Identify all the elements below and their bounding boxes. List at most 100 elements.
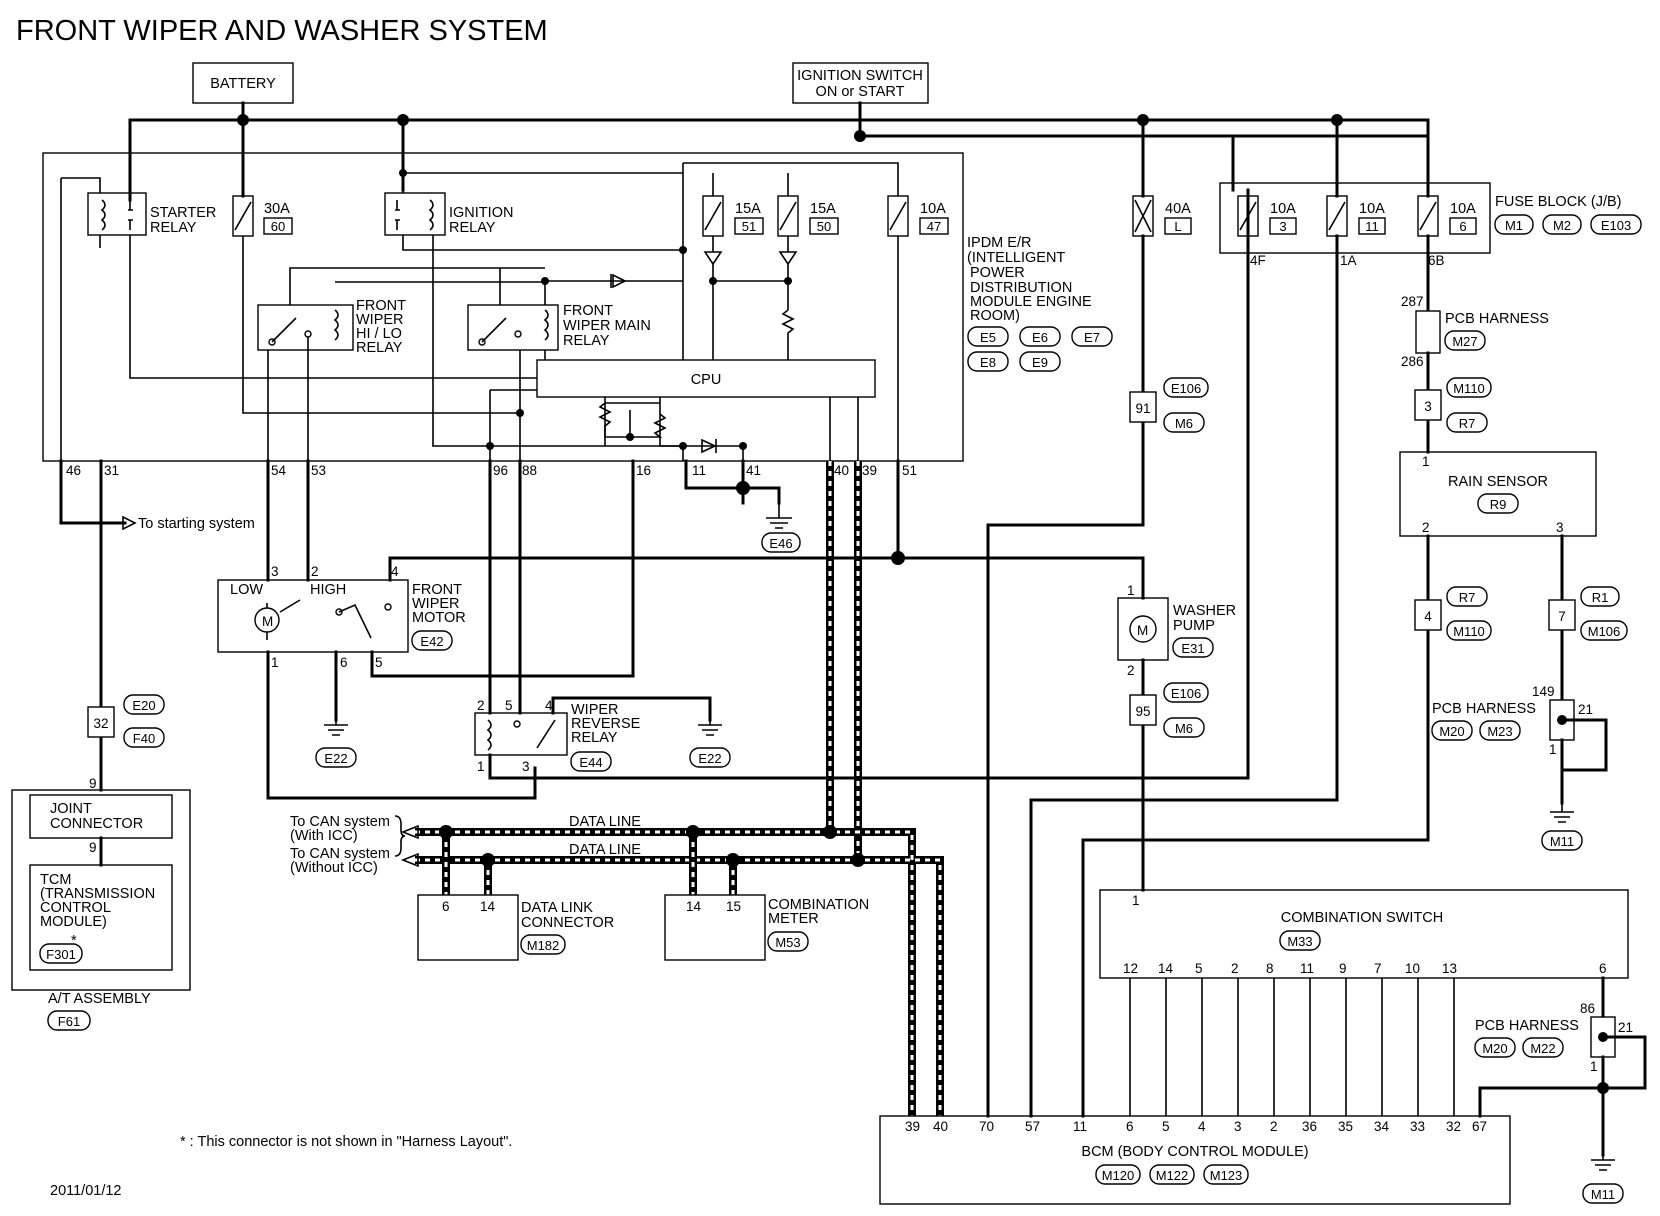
svg-text:BCM (BODY CONTROL MODULE): BCM (BODY CONTROL MODULE) (1081, 1144, 1308, 1160)
svg-text:FRONT: FRONT (412, 582, 462, 598)
svg-text:10: 10 (1405, 961, 1420, 976)
svg-text:(Without ICC): (Without ICC) (290, 860, 378, 876)
svg-text:RELAY: RELAY (356, 340, 403, 356)
wiper-reverse-relay: 2 5 4 1 3 WIPER REVERSE RELAY E44 (474, 698, 641, 774)
svg-text:53: 53 (311, 463, 326, 478)
svg-text:F61: F61 (58, 1014, 80, 1029)
svg-text:COMBINATION SWITCH: COMBINATION SWITCH (1281, 910, 1443, 926)
ipdm-label: IPDM E/R (INTELLIGENT POWER DISTRIBUTION… (967, 235, 1092, 324)
svg-text:E8: E8 (980, 355, 996, 370)
svg-text:1: 1 (477, 759, 485, 774)
svg-text:10A: 10A (920, 201, 946, 217)
svg-text:PUMP: PUMP (1173, 618, 1215, 634)
svg-text:HIGH: HIGH (310, 582, 346, 598)
svg-text:6: 6 (340, 655, 348, 670)
svg-text:E103: E103 (1601, 218, 1631, 233)
connector-91: 91 E106 M6 (1129, 377, 1209, 433)
svg-text:51: 51 (742, 219, 756, 234)
svg-text:REVERSE: REVERSE (571, 716, 641, 732)
diagram-title: FRONT WIPER AND WASHER SYSTEM (16, 15, 548, 47)
svg-text:M22: M22 (1530, 1041, 1555, 1056)
fuse-block-box (1219, 182, 1491, 254)
svg-text:47: 47 (927, 219, 941, 234)
battery-box (192, 62, 294, 104)
svg-text:M: M (1137, 623, 1148, 638)
ignition-label-2: ON or START (816, 84, 905, 100)
svg-text:M11: M11 (1550, 834, 1574, 849)
svg-text:3: 3 (1234, 1119, 1242, 1134)
svg-text:COMBINATION: COMBINATION (768, 897, 869, 913)
svg-text:1: 1 (1549, 742, 1557, 757)
hi-lo-relay: FRONT WIPER HI / LO RELAY (257, 298, 406, 356)
svg-text:13: 13 (1442, 961, 1457, 976)
svg-text:149: 149 (1532, 684, 1555, 699)
svg-text:6: 6 (1599, 961, 1607, 976)
svg-text:6B: 6B (1428, 253, 1445, 268)
at-assembly: JOINT CONNECTOR 9 9 TCM (TRANSMISSION CO… (11, 776, 191, 1031)
svg-text:(TRANSMISSION: (TRANSMISSION (40, 886, 155, 902)
svg-text:16: 16 (636, 463, 651, 478)
fuse-50: 15A 50 (777, 195, 839, 237)
svg-text:M11: M11 (1591, 1187, 1615, 1202)
svg-text:39: 39 (905, 1119, 920, 1134)
svg-text:R9: R9 (1490, 497, 1507, 512)
svg-text:(INTELLIGENT: (INTELLIGENT (967, 250, 1065, 266)
svg-text:35: 35 (1338, 1119, 1353, 1134)
svg-text:21: 21 (1618, 1020, 1633, 1035)
svg-text:14: 14 (480, 899, 496, 914)
fuse-block-label: FUSE BLOCK (J/B) M1 M2 E103 (1494, 194, 1642, 235)
svg-text:86: 86 (1580, 1001, 1595, 1016)
svg-text:2: 2 (477, 698, 485, 713)
svg-text:50: 50 (817, 219, 831, 234)
ipdm-box (42, 152, 964, 462)
fuse-block-fuse-6: 10A 6 6B (1417, 195, 1477, 268)
svg-text:30A: 30A (264, 201, 290, 217)
ignition-switch-box (792, 62, 929, 104)
svg-text:M53: M53 (775, 935, 800, 950)
svg-text:RELAY: RELAY (571, 730, 618, 746)
svg-text:8: 8 (1266, 961, 1274, 976)
fuse-51: 15A 51 (702, 195, 764, 237)
svg-text:A/T ASSEMBLY: A/T ASSEMBLY (48, 991, 151, 1007)
svg-text:L: L (1174, 219, 1181, 234)
svg-text:FRONT: FRONT (356, 298, 406, 314)
svg-text:5: 5 (1195, 961, 1203, 976)
svg-text:E31: E31 (1181, 641, 1204, 656)
svg-text:3: 3 (522, 759, 530, 774)
svg-text:WIPER: WIPER (356, 312, 404, 328)
main-relay: FRONT WIPER MAIN RELAY (467, 303, 651, 351)
svg-text:5: 5 (1162, 1119, 1170, 1134)
svg-text:R7: R7 (1459, 416, 1476, 431)
svg-text:88: 88 (522, 463, 537, 478)
svg-text:10A: 10A (1450, 201, 1476, 217)
ground-e46: E46 (761, 503, 801, 553)
svg-text:10A: 10A (1270, 201, 1296, 217)
svg-text:15: 15 (726, 899, 741, 914)
svg-text:9: 9 (89, 776, 97, 791)
svg-text:91: 91 (1135, 401, 1150, 416)
svg-text:2: 2 (311, 564, 319, 579)
svg-text:11: 11 (692, 463, 706, 478)
fusible-link-40a: 40A L (1132, 195, 1192, 237)
svg-text:40: 40 (834, 463, 849, 478)
svg-text:WIPER MAIN: WIPER MAIN (563, 318, 651, 334)
ground-m11-bottom: M11 (1582, 1155, 1624, 1204)
starter-relay: STARTER RELAY (87, 192, 216, 236)
svg-text:JOINT: JOINT (50, 801, 92, 817)
svg-text:PCB HARNESS: PCB HARNESS (1445, 311, 1549, 327)
svg-text:E44: E44 (579, 755, 602, 770)
svg-text:DATA LINE: DATA LINE (569, 842, 641, 858)
svg-text:3: 3 (271, 564, 279, 579)
svg-text:3: 3 (1556, 520, 1564, 535)
svg-text:E22: E22 (698, 751, 721, 766)
svg-text:41: 41 (746, 463, 761, 478)
svg-text:6: 6 (1126, 1119, 1134, 1134)
svg-text:RELAY: RELAY (150, 220, 197, 236)
washer-pump: M 1 2 WASHER PUMP E31 (1117, 583, 1236, 678)
svg-text:E6: E6 (1032, 330, 1048, 345)
svg-text:DATA LINE: DATA LINE (569, 814, 641, 830)
to-starting-system: To starting system (138, 516, 255, 532)
svg-text:1: 1 (1422, 454, 1430, 469)
svg-text:57: 57 (1025, 1119, 1040, 1134)
fuse-47: 10A 47 (887, 195, 949, 237)
